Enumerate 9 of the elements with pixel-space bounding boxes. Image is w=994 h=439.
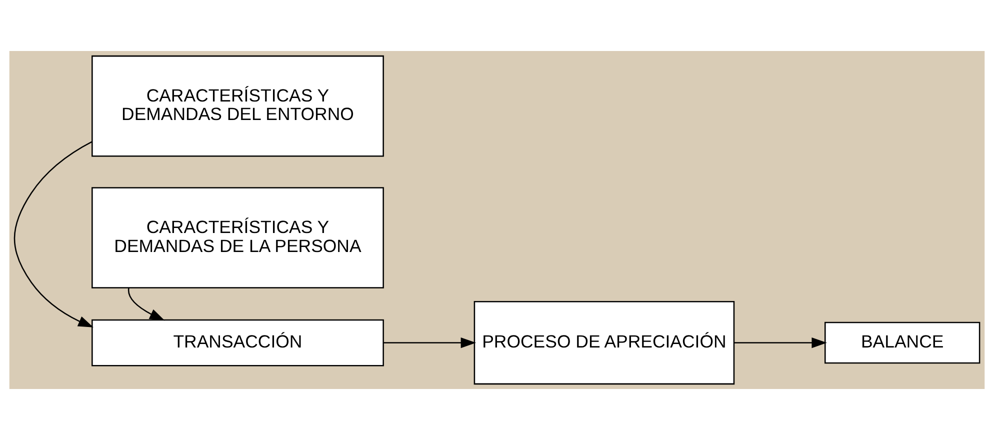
node-box: CARACTERÍSTICAS Y DEMANDAS DE LA PERSONA xyxy=(92,186,384,288)
arrow xyxy=(383,336,476,348)
node-box: TRANSACCIÓN xyxy=(92,318,384,366)
node-box: CARACTERÍSTICAS Y DEMANDAS DEL ENTORNO xyxy=(92,54,384,156)
node-box: PROCESO DE APRECIACIÓN xyxy=(474,300,735,384)
arrow xyxy=(734,336,827,348)
arrow xyxy=(14,140,94,327)
arrow xyxy=(128,287,165,320)
node-box: BALANCE xyxy=(824,321,980,364)
